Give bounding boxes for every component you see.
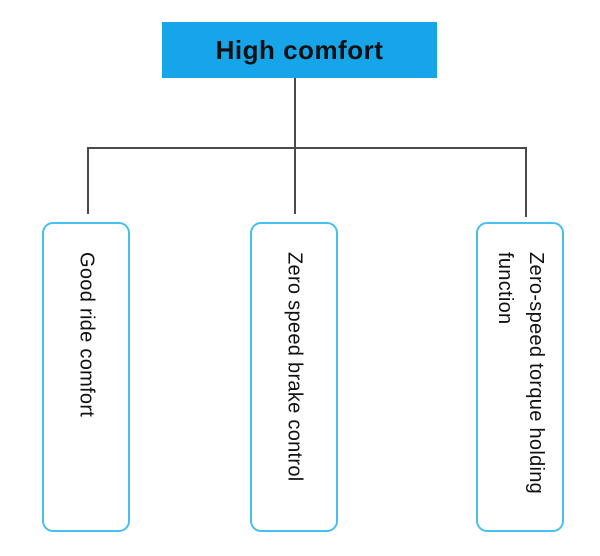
connector-drop-center	[294, 147, 296, 214]
child-node-good-ride-comfort: Good ride comfort	[42, 222, 130, 532]
connector-branch-bar	[87, 147, 526, 149]
root-node: High comfort	[162, 22, 437, 78]
child-node-label: Zero speed brake control	[283, 252, 306, 482]
child-node-zero-speed-brake-control: Zero speed brake control	[250, 222, 338, 532]
child-node-zero-speed-torque-holding: Zero-speed torque holding function	[476, 222, 564, 532]
connector-drop-right	[525, 147, 527, 217]
connector-root-stem	[294, 78, 296, 148]
child-node-label: Good ride comfort	[75, 252, 98, 418]
child-node-label: Zero-speed torque holding function	[494, 252, 547, 495]
connector-drop-left	[87, 147, 89, 214]
root-node-label: High comfort	[215, 34, 384, 65]
